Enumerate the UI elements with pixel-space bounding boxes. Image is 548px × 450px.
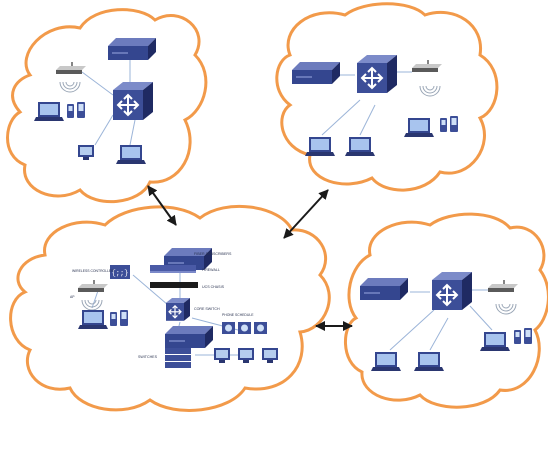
- core-switch-icon: [356, 54, 398, 94]
- laptop-icon: [116, 145, 146, 164]
- svg-text:{;;}: {;;}: [112, 270, 129, 278]
- laptop-icon: [345, 137, 375, 156]
- label-wireless-controller: WIRELESS CONTROLLER: [72, 269, 114, 273]
- ip-phone-icon: [222, 322, 235, 334]
- site-top-right: [291, 54, 458, 156]
- laptop-icon: [78, 310, 108, 329]
- switch-stack-icon: [165, 348, 191, 368]
- label-fiber: FIBER SUBSCRIBERS: [194, 252, 232, 256]
- wireless-controller-icon: [110, 265, 130, 279]
- label-phones: PHONE SCHEDULE: [222, 313, 254, 317]
- server-icon: [107, 37, 157, 61]
- link-arrow-topleft-main: [147, 185, 177, 226]
- cloud-top-left: [6, 8, 208, 204]
- core-switch-icon: [112, 81, 154, 121]
- site-main: FIBER SUBSCRIBERS FIREWALL UCS CHASIS {;…: [70, 247, 278, 368]
- ip-phone-icon: [254, 322, 267, 334]
- ucs-chassis-icon: [150, 282, 198, 288]
- firewall-icon: [150, 265, 196, 271]
- server-icon: [291, 61, 341, 85]
- laptop-icon: [371, 352, 401, 371]
- label-ucs: UCS CHASIS: [202, 285, 225, 289]
- link-arrow-main-topright: [283, 189, 329, 239]
- access-switch-icon: [164, 325, 214, 349]
- laptop-icon: [404, 118, 434, 137]
- label-switches: SWITCHES: [138, 355, 158, 359]
- laptop-icon: [305, 137, 335, 156]
- cloud-top-right: [275, 2, 499, 192]
- ip-phone-icon: [238, 322, 251, 334]
- site-right: [359, 271, 532, 371]
- laptop-icon: [480, 332, 510, 351]
- cloud-right-site: [343, 212, 548, 409]
- label-firewall: FIREWALL: [202, 268, 220, 272]
- label-core-switch: CORE SWITCH: [194, 307, 220, 311]
- laptop-icon: [34, 102, 64, 121]
- core-switch-icon: [431, 271, 473, 311]
- server-icon: [359, 277, 409, 301]
- core-switch-icon: [165, 297, 191, 322]
- label-ap: AP: [70, 295, 75, 299]
- site-top-left: [34, 37, 157, 164]
- laptop-icon: [414, 352, 444, 371]
